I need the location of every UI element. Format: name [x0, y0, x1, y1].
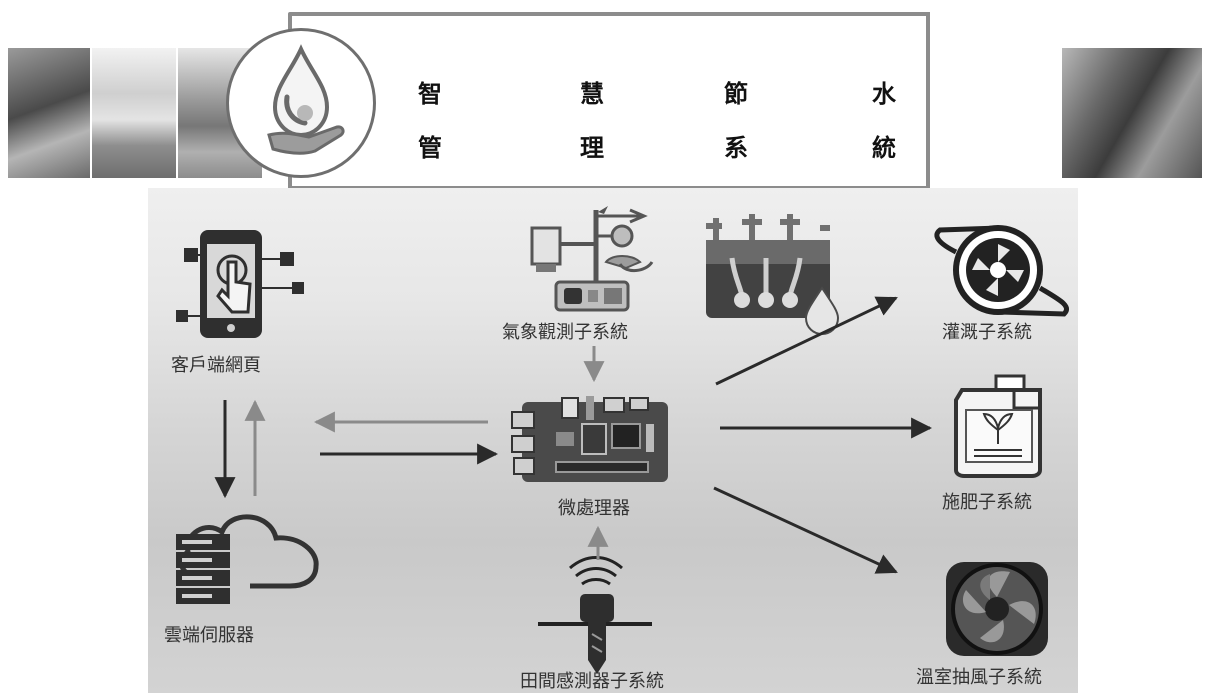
title-char-1: 智 [418, 79, 442, 108]
label-irrigation-subsystem: 灌溉子系統 [942, 322, 1032, 343]
label-fertilizer-subsystem: 施肥子系統 [942, 492, 1032, 513]
title-char-8: 統 [872, 133, 896, 162]
fertilizer-jug-icon [954, 374, 1042, 478]
water-tank-icon [706, 214, 840, 336]
label-greenhouse-fan-subsystem: 溫室抽風子系統 [916, 667, 1042, 688]
photo-greenhouse [92, 48, 176, 178]
label-field-sensor-subsystem: 田間感測器子系統 [520, 671, 664, 692]
title-char-3: 節 [724, 79, 748, 108]
title-char-7: 系 [724, 133, 748, 162]
cooling-fan-icon [946, 562, 1048, 656]
label-cloud-server: 雲端伺服器 [164, 625, 254, 646]
cloud-server-icon [176, 514, 319, 604]
title-char-4: 水 [872, 79, 896, 108]
title-char-2: 慧 [580, 79, 604, 108]
arrow-mcu-to-fan [713, 486, 898, 574]
water-drop-hand-icon [226, 28, 376, 178]
label-client-webpage: 客戶端網頁 [171, 355, 261, 376]
irrigation-fan-icon [934, 225, 1069, 317]
title-banner [288, 12, 930, 190]
diagram-arrows [214, 296, 933, 574]
microprocessor-board-icon [511, 396, 668, 482]
soil-sensor-icon [538, 556, 652, 674]
photo-vegetables [8, 48, 90, 178]
weather-station-icon [530, 206, 654, 312]
title-char-6: 理 [580, 133, 604, 162]
label-weather-subsystem: 氣象觀測子系統 [502, 322, 628, 343]
smartphone-touch-icon [176, 230, 304, 338]
arrow-mcu-to-irrigation [715, 296, 898, 386]
title-char-5: 管 [418, 133, 442, 162]
photo-vines [1062, 48, 1202, 178]
label-microprocessor: 微處理器 [558, 498, 630, 519]
